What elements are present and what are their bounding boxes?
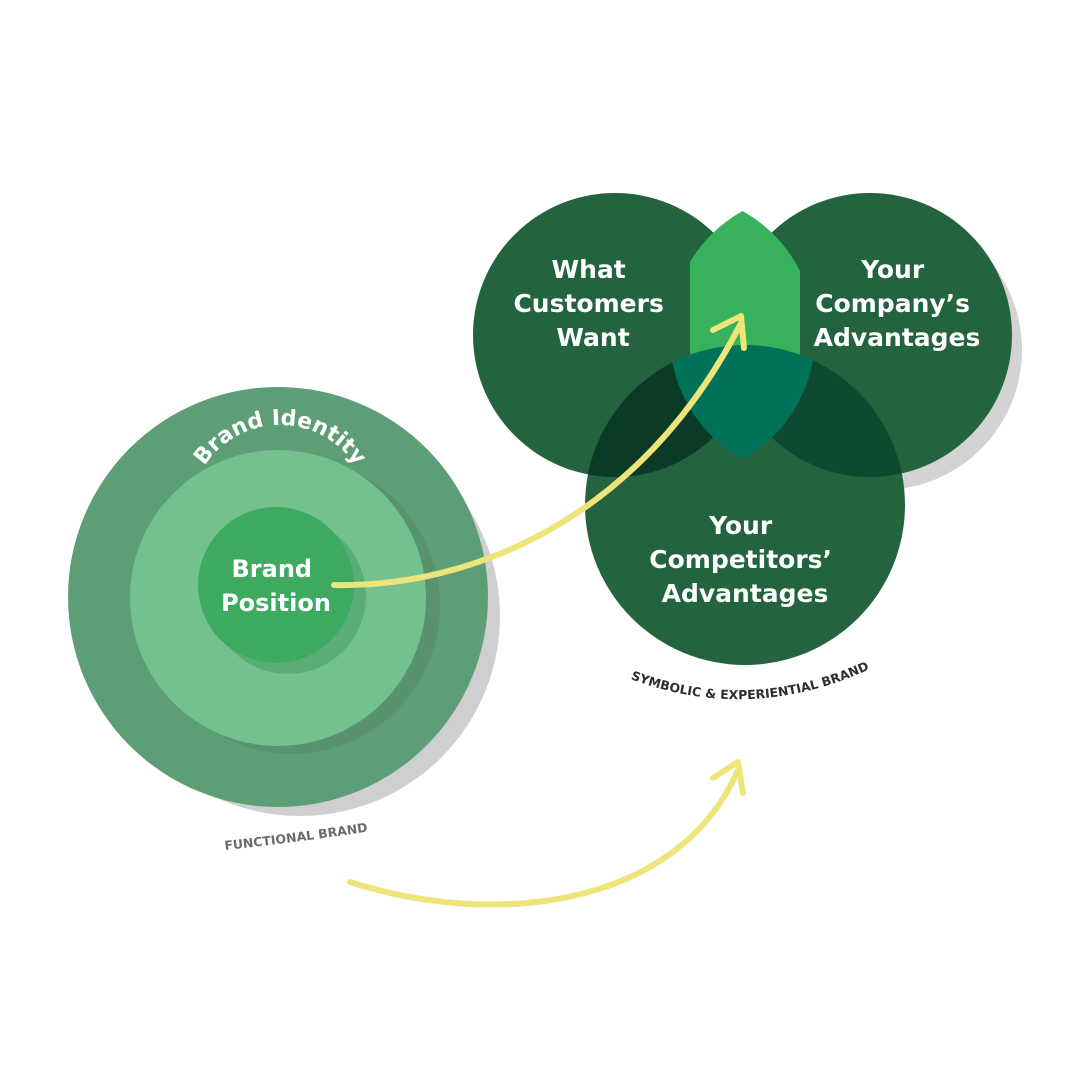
customers-want-label: What Customers Want	[513, 255, 672, 352]
brand-position-core	[198, 507, 354, 663]
functional-to-symbolic-arrow	[347, 767, 741, 908]
position-to-overlap-arrowhead	[710, 313, 747, 351]
functional-brand-caption: FUNCTIONAL BRAND	[224, 820, 369, 853]
functional-to-symbolic-arrowhead	[710, 759, 746, 796]
connector-arrows	[331, 313, 747, 908]
position-to-overlap-arrow	[331, 322, 743, 589]
company-advantages-label: Your Company’s Advantages	[814, 255, 981, 352]
brand-position-label: Brand Position	[221, 555, 331, 617]
functional-brand-group: Brand Touchpoints Brand Identity Brand P…	[68, 331, 500, 853]
customers-competitors-overlap	[585, 345, 757, 477]
company-competitors-overlap	[728, 345, 905, 477]
competitors-advantages-label: Your Competitors’ Advantages	[649, 511, 841, 608]
symbolic-brand-venn: What Customers Want Your Company’s Advan…	[473, 193, 1022, 702]
